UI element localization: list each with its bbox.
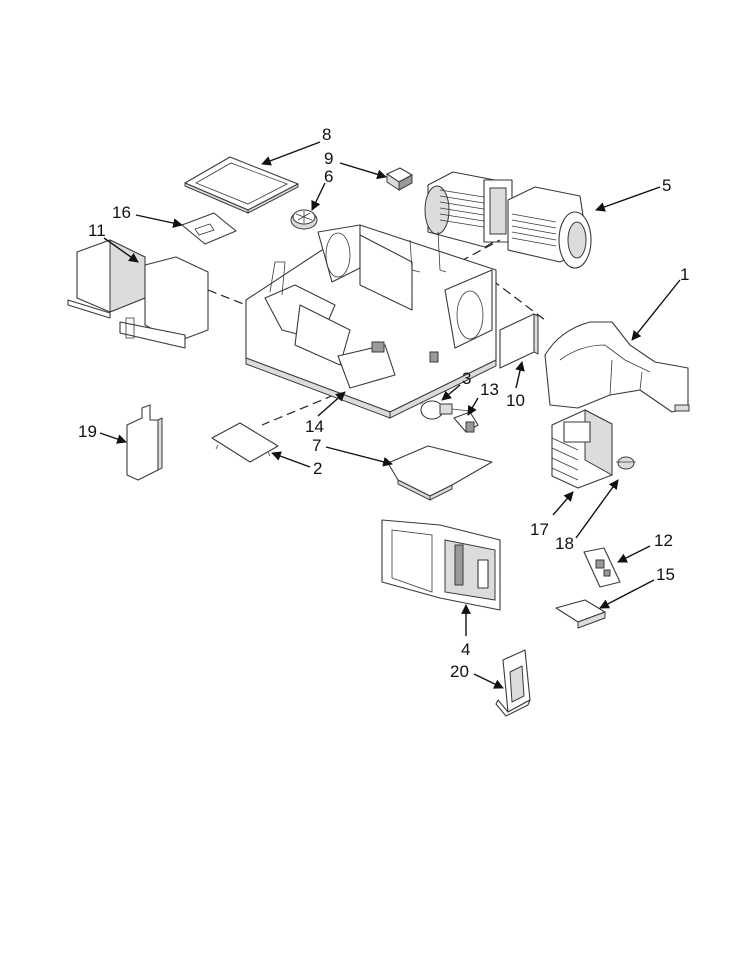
callout-14: 14 — [305, 417, 324, 436]
callout-20: 20 — [450, 662, 469, 681]
part-11-side-duct[interactable] — [67, 239, 209, 349]
part-17-transformer[interactable] — [551, 409, 613, 489]
callout-10: 10 — [506, 391, 525, 410]
callout-1: 1 — [680, 265, 689, 284]
leader-lines — [99, 141, 681, 689]
part-7-bottom-plate[interactable] — [387, 445, 493, 501]
part-9-switch[interactable] — [386, 167, 413, 191]
callout-8: 8 — [322, 125, 331, 144]
callout-4: 4 — [461, 640, 470, 659]
part-3-lamp[interactable] — [420, 400, 471, 420]
part-2-plate[interactable] — [211, 422, 279, 463]
part-8-filter-frame[interactable] — [184, 156, 299, 214]
part-1-duct-cover[interactable] — [544, 321, 690, 413]
callout-15: 15 — [656, 565, 675, 584]
callout-7: 7 — [312, 436, 321, 455]
part-19-bracket[interactable] — [126, 404, 163, 481]
callout-3: 3 — [462, 369, 471, 388]
callout-6: 6 — [324, 167, 333, 186]
callout-16: 16 — [112, 203, 131, 222]
callout-2: 2 — [313, 459, 322, 478]
callout-18: 18 — [555, 534, 574, 553]
part-20-latch[interactable] — [495, 649, 531, 717]
part-13-lamp-socket[interactable] — [453, 411, 479, 433]
callout-19: 19 — [78, 422, 97, 441]
part-15-bracket[interactable] — [555, 599, 606, 629]
part-12-control-board[interactable] — [583, 547, 621, 588]
callout-12: 12 — [654, 531, 673, 550]
part-10-panel[interactable] — [499, 313, 539, 369]
callout-17: 17 — [530, 520, 549, 539]
part-4-vent-grille[interactable] — [381, 519, 501, 611]
callout-5: 5 — [662, 176, 671, 195]
callout-13: 13 — [480, 380, 499, 399]
part-18-thermal-cutout[interactable] — [616, 456, 636, 470]
part-16-plate[interactable] — [181, 212, 237, 245]
part-6-thermostat[interactable] — [290, 209, 318, 230]
part-5-blower-motor[interactable] — [424, 171, 592, 269]
callout-11: 11 — [88, 221, 106, 240]
callout-labels: 8 9 6 16 11 5 1 10 3 13 14 7 2 19 17 18 … — [78, 125, 689, 681]
cavity-housing[interactable] — [245, 224, 497, 419]
callout-9: 9 — [324, 149, 333, 168]
